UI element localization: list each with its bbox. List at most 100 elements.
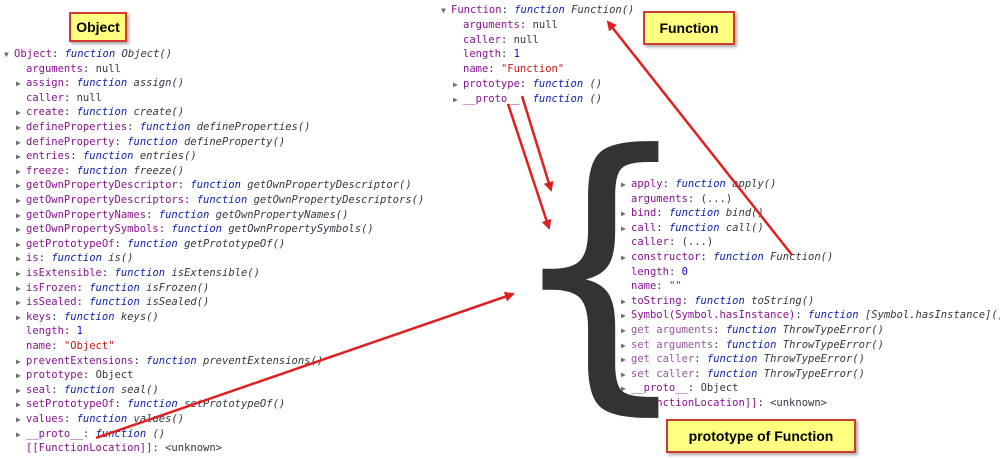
- function-signature: Function(): [571, 4, 635, 16]
- collapsed-triangle-icon[interactable]: ▶: [621, 223, 626, 233]
- property-row[interactable]: ▶getOwnPropertySymbols: function getOwnP…: [16, 223, 374, 236]
- property-row[interactable]: ▶preventExtensions: function preventExte…: [16, 354, 324, 367]
- collapsed-triangle-icon[interactable]: ▶: [16, 79, 21, 89]
- property-row[interactable]: ▶set arguments: function ThrowTypeError(…: [621, 338, 884, 351]
- property-row[interactable]: ▶getOwnPropertyDescriptors: function get…: [16, 194, 425, 206]
- collapsed-triangle-icon[interactable]: ▶: [621, 369, 626, 379]
- property-key: keys: [26, 310, 52, 323]
- property-row[interactable]: ▶get arguments: function ThrowTypeError(…: [621, 324, 884, 336]
- function-signature: call(): [725, 221, 764, 234]
- collapsed-triangle-icon[interactable]: ▶: [16, 254, 21, 264]
- property-row[interactable]: ▶call: function call(): [621, 221, 764, 234]
- function-keyword: function: [190, 179, 241, 192]
- collapsed-triangle-icon[interactable]: ▶: [16, 371, 21, 381]
- property-key: prototype: [463, 78, 520, 90]
- collapsed-triangle-icon[interactable]: ▶: [621, 209, 626, 219]
- property-key: getPrototypeOf: [26, 237, 115, 250]
- collapsed-triangle-icon[interactable]: ▶: [621, 296, 626, 306]
- function-keyword: function: [76, 413, 128, 425]
- property-row[interactable]: ▶getPrototypeOf: function getPrototypeOf…: [16, 237, 286, 250]
- property-row[interactable]: ▶keys: function keys(): [16, 310, 159, 323]
- collapsed-triangle-icon[interactable]: ▶: [16, 400, 21, 410]
- property-key: getOwnPropertySymbols: [26, 223, 159, 236]
- property-row[interactable]: ▶create: function create(): [16, 106, 185, 119]
- function-keyword: function: [808, 309, 859, 322]
- property-key: Function: [451, 4, 502, 16]
- property-row[interactable]: ▶isExtensible: function isExtensible(): [16, 267, 260, 279]
- collapsed-triangle-icon[interactable]: ▶: [621, 355, 626, 365]
- property-row[interactable]: ▶apply: function apply(): [621, 178, 777, 190]
- property-row[interactable]: ▶bind: function bind(): [621, 207, 764, 220]
- property-row[interactable]: ▶Symbol(Symbol.hasInstance): function [S…: [621, 308, 1000, 322]
- collapsed-triangle-icon[interactable]: ▶: [16, 298, 21, 308]
- collapsed-triangle-icon[interactable]: ▶: [16, 123, 21, 132]
- property-row[interactable]: ▶is: function is(): [16, 252, 134, 265]
- collapsed-triangle-icon[interactable]: ▶: [16, 108, 21, 118]
- function-keyword: function: [675, 178, 726, 190]
- collapsed-triangle-icon[interactable]: ▶: [16, 152, 21, 162]
- property-row[interactable]: ▼Object: function Object(): [4, 48, 173, 60]
- collapsed-triangle-icon[interactable]: ▶: [453, 80, 458, 89]
- collapsed-triangle-icon[interactable]: ▶: [16, 239, 21, 249]
- collapsed-triangle-icon[interactable]: ▶: [16, 356, 21, 366]
- property-key: __proto__: [631, 382, 688, 395]
- function-signature: getOwnPropertySymbols(): [228, 223, 374, 236]
- property-row[interactable]: ▶set caller: function ThrowTypeError(): [621, 367, 865, 380]
- property-key: length: [463, 48, 501, 61]
- property-row[interactable]: ▶defineProperty: function defineProperty…: [16, 135, 286, 148]
- property-row[interactable]: ▶toString: function toString(): [621, 294, 815, 307]
- collapsed-triangle-icon[interactable]: ▶: [16, 269, 21, 278]
- property-key: create: [26, 106, 64, 119]
- expanded-triangle-icon[interactable]: ▼: [441, 6, 446, 15]
- collapsed-triangle-icon[interactable]: ▶: [16, 210, 21, 220]
- property-value: "Object": [63, 340, 115, 352]
- property-row[interactable]: ▶entries: function entries(): [16, 150, 197, 163]
- collapsed-triangle-icon[interactable]: ▶: [16, 429, 21, 439]
- function-keyword: function: [158, 208, 210, 221]
- property-row[interactable]: ▶freeze: function freeze(): [16, 164, 185, 177]
- function-keyword: function: [51, 252, 102, 265]
- property-value: null: [76, 91, 102, 104]
- collapsed-triangle-icon[interactable]: ▶: [16, 196, 21, 205]
- collapsed-triangle-icon[interactable]: ▶: [621, 326, 626, 335]
- collapsed-triangle-icon[interactable]: ▶: [621, 253, 626, 262]
- property-row: caller: (...): [631, 236, 714, 249]
- property-row[interactable]: ▶isFrozen: function isFrozen(): [16, 281, 210, 294]
- property-row[interactable]: ▶getOwnPropertyNames: function getOwnPro…: [16, 208, 349, 221]
- property-row[interactable]: ▶getOwnPropertyDescriptor: function getO…: [16, 179, 412, 192]
- collapsed-triangle-icon[interactable]: ▶: [16, 283, 21, 293]
- property-value: 1: [76, 325, 83, 338]
- collapsed-triangle-icon[interactable]: ▶: [16, 137, 21, 147]
- expanded-triangle-icon[interactable]: ▼: [4, 50, 9, 59]
- property-row[interactable]: ▶__proto__: Object: [621, 382, 739, 395]
- property-row[interactable]: ▶assign: function assign(): [16, 77, 185, 90]
- collapsed-triangle-icon[interactable]: ▶: [16, 312, 21, 322]
- property-row[interactable]: ▶prototype: function (): [453, 78, 603, 90]
- collapsed-triangle-icon[interactable]: ▶: [16, 225, 21, 235]
- property-row[interactable]: ▶seal: function seal(): [16, 383, 159, 396]
- collapsed-triangle-icon[interactable]: ▶: [16, 181, 21, 191]
- property-row[interactable]: ▼Function: function Function(): [441, 4, 635, 16]
- property-row[interactable]: ▶__proto__: function (): [453, 92, 603, 105]
- property-row[interactable]: ▶get caller: function ThrowTypeError(): [621, 353, 865, 366]
- collapsed-triangle-icon[interactable]: ▶: [621, 340, 626, 350]
- function-signature: ThrowTypeError(): [763, 367, 865, 380]
- collapsed-triangle-icon[interactable]: ▶: [453, 94, 458, 104]
- collapsed-triangle-icon[interactable]: ▶: [16, 385, 21, 395]
- collapsed-triangle-icon[interactable]: ▶: [16, 166, 21, 176]
- collapsed-triangle-icon[interactable]: ▶: [16, 415, 21, 424]
- property-row[interactable]: ▶values: function values(): [16, 413, 185, 425]
- property-value: Object: [700, 382, 739, 395]
- function-keyword: function: [127, 135, 178, 148]
- collapsed-triangle-icon[interactable]: ▶: [621, 180, 626, 189]
- collapsed-triangle-icon[interactable]: ▶: [621, 311, 626, 321]
- property-key: caller: [26, 91, 64, 104]
- property-row[interactable]: ▶defineProperties: function defineProper…: [16, 121, 311, 133]
- property-row[interactable]: ▶isSealed: function isSealed(): [16, 296, 210, 309]
- property-row[interactable]: ▶prototype: Object: [16, 369, 134, 382]
- property-row[interactable]: ▶__proto__: function (): [16, 427, 166, 440]
- property-row[interactable]: ▶setPrototypeOf: function setPrototypeOf…: [16, 398, 286, 411]
- property-row[interactable]: ▶constructor: function Function(): [621, 251, 834, 263]
- collapsed-triangle-icon[interactable]: ▶: [621, 384, 626, 394]
